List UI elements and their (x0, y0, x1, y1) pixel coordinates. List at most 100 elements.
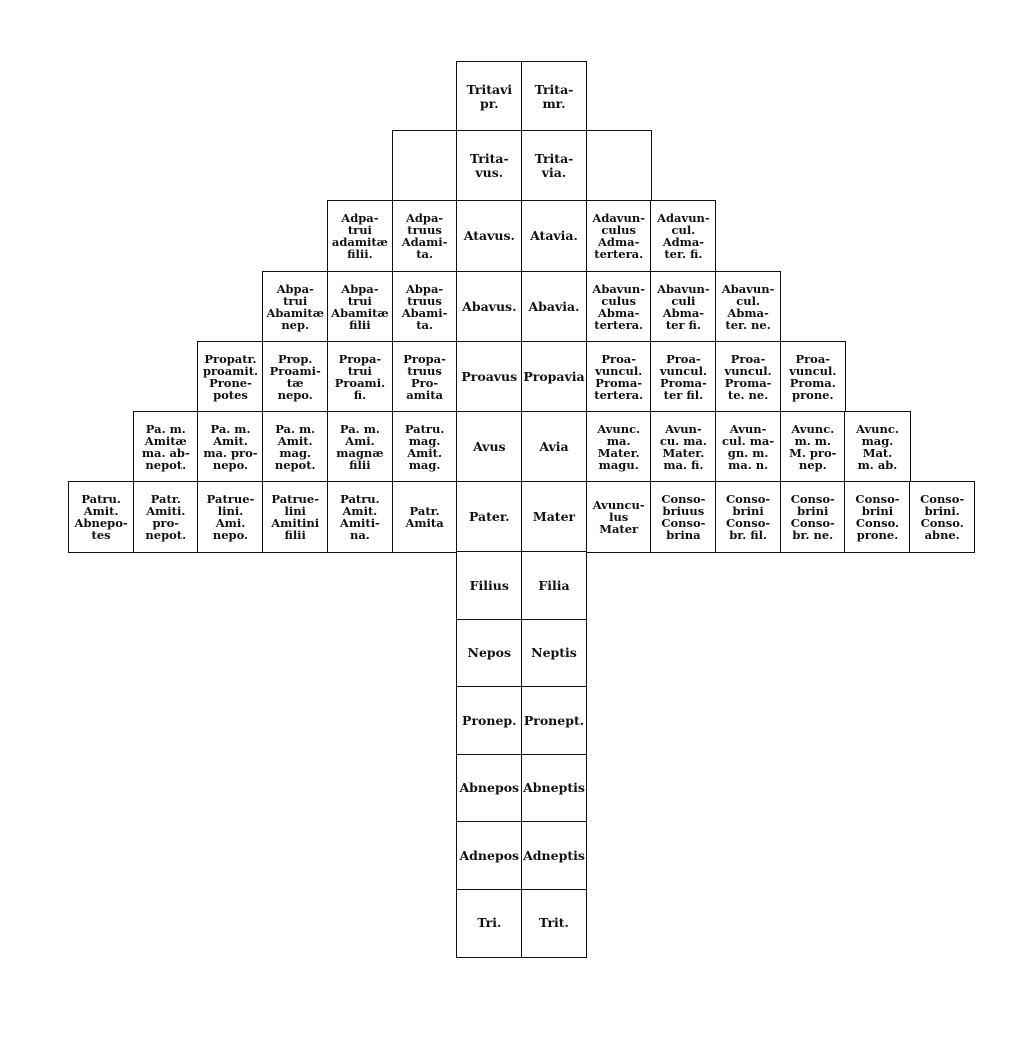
kin-term: Proavus (461, 369, 518, 384)
kin-term: Abpa- trui Abamitæ filii (331, 281, 389, 332)
descendant-cell: Pronep. (456, 686, 523, 755)
kin-term: Proa- vuncul. Promа- te. ne. (724, 351, 772, 402)
ancestor-cell: Abavia. (520, 271, 588, 343)
kin-term: Atavia. (530, 228, 578, 243)
descendant-cell: Neptis (520, 618, 588, 688)
kin-cell: Conso- briuus Conso- brina (650, 481, 717, 553)
kin-term: Pa. m. Amit. mag. nepot. (274, 421, 316, 472)
kin-term: Filia (538, 577, 570, 593)
kin-term: Abneptis (523, 780, 585, 796)
kin-term: Avuncu- lus Mater (592, 497, 645, 536)
kin-term: Adnepos (459, 847, 520, 863)
kin-term: Tri. (477, 915, 502, 931)
kin-term: Conso- brini. Conso. abne. (920, 491, 965, 542)
kin-cell: Conso- brini. Conso. abne. (909, 481, 976, 553)
kin-cell: Propa- trui Proami. fi. (326, 341, 393, 413)
kin-cell: Propatr. proamit. Prone- potes (197, 341, 264, 413)
kin-term: Propatr. proamit. Prone- potes (202, 351, 259, 402)
kin-cell: Abpa- trui Abamitæ filii (326, 271, 393, 343)
kin-term: Nepos (467, 645, 512, 661)
kin-term: Avunc. mag. Mat. m. ab. (856, 421, 899, 472)
kin-term: Patr. Amita (405, 503, 444, 530)
kin-term: Abnepos (459, 780, 520, 796)
descendant-cell: Tri. (456, 888, 523, 958)
kin-cell: Conso- brini Conso. prone. (844, 481, 911, 553)
kin-term: Atavus. (463, 228, 515, 243)
kin-cell (585, 130, 652, 202)
kin-cell: Avun- cu. ma. Mater. ma. fi. (650, 411, 717, 483)
kin-term: Pa. m. Ami. magnæ filii (336, 421, 384, 472)
kin-term: Pa. m. Amit. ma. pro- nepo. (203, 421, 258, 472)
kin-term: Filius (469, 577, 509, 593)
kin-cell: Proa- vuncul. Promа- tertera. (585, 341, 652, 413)
kin-cell: Patru. mag. Amit. mag. (391, 411, 458, 483)
ancestor-cell: Proavus (456, 341, 523, 413)
kin-term: Abpa- trui Abamitæ nep. (266, 281, 324, 332)
kin-term: Propa- truus Pro- amita (403, 351, 446, 402)
kin-term: Trita- vus. (469, 151, 509, 180)
kin-cell: Conso- brini Conso- br. fil. (715, 481, 782, 553)
descendant-cell: Pronept. (520, 686, 588, 755)
kin-term: Proa- vuncul. Proma- ter fil. (659, 351, 707, 402)
kin-cell: Abavun- culus Abma- tertera. (585, 271, 652, 343)
descendant-cell: Adnepos (456, 821, 523, 890)
kin-cell: Abavun- culi Abma- ter fi. (650, 271, 717, 343)
descendant-cell: Nepos (456, 618, 523, 688)
kin-cell: Adavun- culus Adma- tertera. (585, 200, 652, 272)
kin-term: Propa- trui Proami. fi. (334, 351, 386, 402)
kin-term: Patru. mag. Amit. mag. (404, 421, 445, 472)
ancestor-cell: Trita- mr. (520, 61, 588, 133)
kin-cell: Abpa- trui Abamitæ nep. (262, 271, 329, 343)
kin-term: Abavun- culus Abma- tertera. (592, 281, 645, 332)
kin-cell: Prop. Proami- tæ nepo. (262, 341, 329, 413)
kin-term: Prop. Proami- tæ nepo. (269, 351, 321, 402)
kin-cell: Proa- vuncul. Proma- ter fil. (650, 341, 717, 413)
kin-term: Adavun- cul. Adma- ter. fi. (657, 210, 710, 261)
kin-cell: Abavun- cul. Abma- ter. ne. (715, 271, 782, 343)
kin-term: Trita- mr. (534, 82, 574, 111)
kin-term: Propavia (523, 369, 585, 384)
ancestor-cell: Propavia (520, 341, 588, 413)
kin-cell: Pa. m. Amit. ma. pro- nepo. (197, 411, 264, 483)
kin-term: Proa- vuncul. Promа- tertera. (594, 351, 644, 402)
kin-term: Patrue- lini Amitini filii (271, 491, 320, 542)
kin-term: Avun- cu. ma. Mater. ma. fi. (659, 421, 707, 472)
kin-cell: Avun- cul. ma- gn. m. ma. n. (715, 411, 782, 483)
kin-term: Avun- cul. ma- gn. m. ma. n. (722, 421, 775, 472)
kin-term: Abavun- culi Abma- ter fi. (657, 281, 710, 332)
ancestor-cell: Avia (520, 411, 588, 483)
ancestor-cell: Abavus. (456, 271, 523, 343)
kin-term: Conso- brini Conso- br. ne. (790, 491, 835, 542)
kin-term: Adpa- truus Adami- ta. (401, 210, 448, 261)
kin-term: Neptis (531, 645, 577, 661)
kin-cell: Proa- vuncul. Promа- te. ne. (715, 341, 782, 413)
ancestor-cell: Atavus. (456, 200, 523, 272)
kin-term: Patr. Amiti. pro- nepot. (145, 491, 187, 542)
descendant-cell: Abneptis (520, 753, 588, 823)
kin-cell: Pa. m. Amit. mag. nepot. (262, 411, 329, 483)
kin-cell: Patrue- lini Amitini filii (262, 481, 329, 553)
kin-term: Avia (539, 439, 569, 454)
ancestor-cell: Trita- vus. (456, 130, 523, 202)
kin-cell: Patr. Amita (391, 481, 458, 553)
kin-term: Pater. (468, 509, 510, 524)
kin-term: Adneptis (523, 847, 585, 863)
kin-cell: Proa- vuncul. Proma. prone. (779, 341, 846, 413)
kin-cell: Patrue- lini. Ami. nepo. (197, 481, 264, 553)
kin-cell: Propa- truus Pro- amita (391, 341, 458, 413)
kin-term: Trit. (539, 915, 569, 931)
kin-cell: Pa. m. Ami. magnæ filii (326, 411, 393, 483)
kin-cell: Adpa- truus Adami- ta. (391, 200, 458, 272)
kin-term: Pronep. (462, 712, 517, 728)
kin-term: Abavia. (528, 299, 580, 314)
kin-term: Trita- via. (534, 151, 574, 180)
kin-cell: Conso- brini Conso- br. ne. (779, 481, 846, 553)
kin-term: Mater (532, 509, 576, 524)
kin-cell: Avunc. mag. Mat. m. ab. (844, 411, 911, 483)
kin-term: Abpa- truus Abami- ta. (401, 281, 448, 332)
kin-cell: Avunc. m. m. M. pro- nep. (779, 411, 846, 483)
kin-term: Pronept. (523, 712, 585, 728)
kin-cell: Adavun- cul. Adma- ter. fi. (650, 200, 717, 272)
kin-cell: Patru. Amit. Amiti- na. (326, 481, 393, 553)
